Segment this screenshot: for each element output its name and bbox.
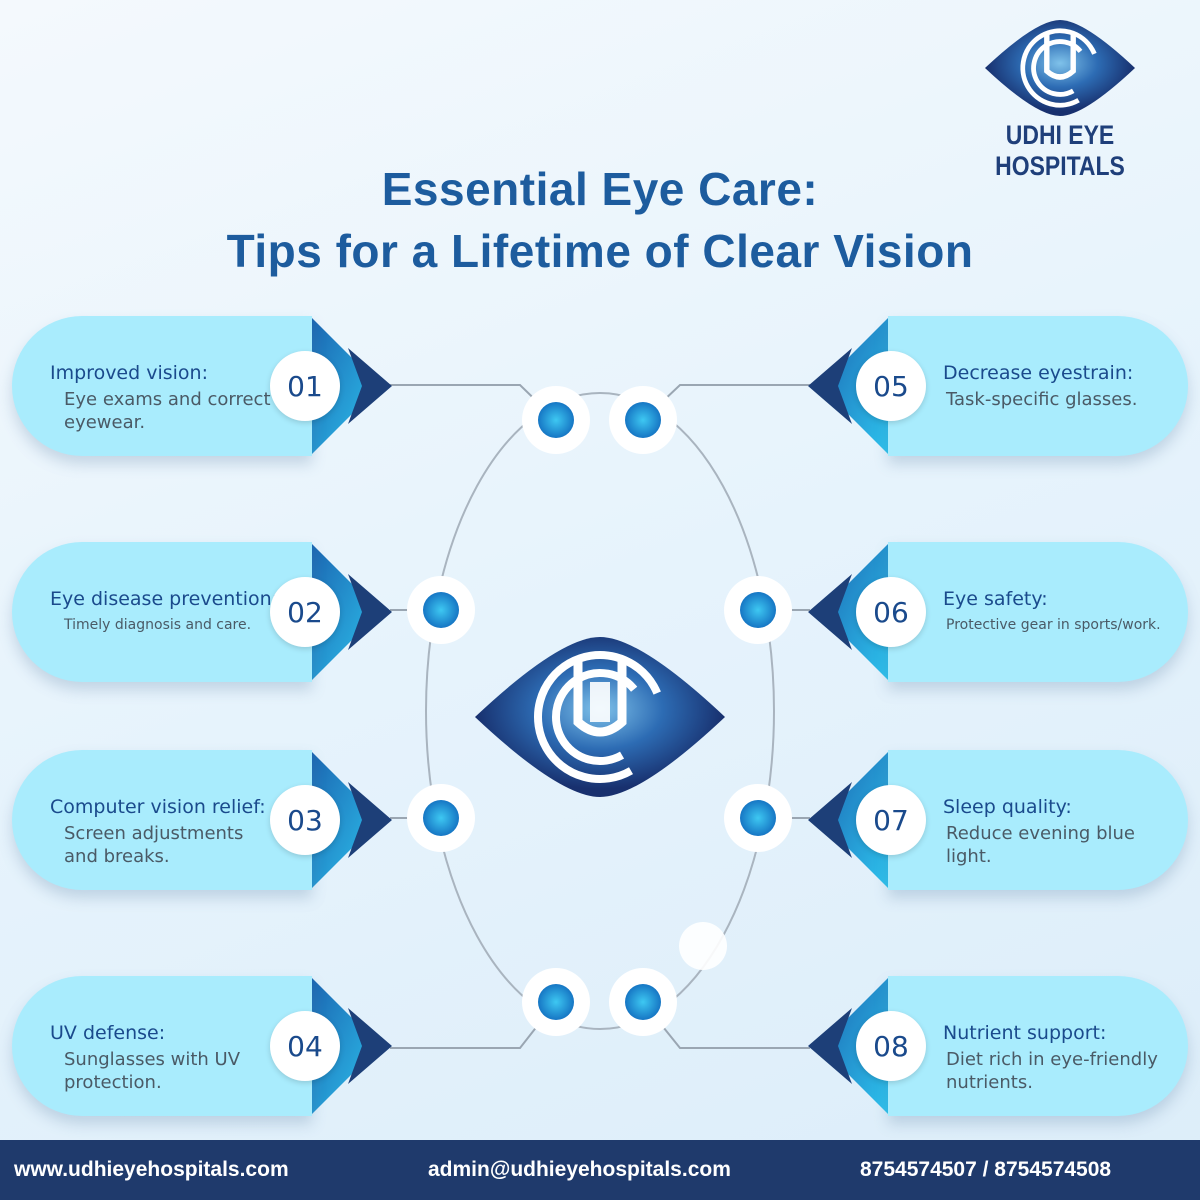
chevron-icon xyxy=(808,348,852,424)
tip-heading: Computer vision relief: xyxy=(50,796,266,818)
chevron-icon xyxy=(808,574,852,650)
tip-text: Reduce evening blue light. xyxy=(946,823,1135,867)
tip-text: Protective gear in sports/work. xyxy=(946,617,1161,633)
tip-number: 04 xyxy=(270,1011,340,1081)
tip-heading: Eye safety: xyxy=(943,588,1048,610)
node-dot xyxy=(423,800,459,836)
tip-number: 05 xyxy=(856,351,926,421)
tip-text: Sunglasses with UV protection. xyxy=(64,1049,241,1093)
arrow-triangle xyxy=(310,750,380,890)
tip-number: 06 xyxy=(856,577,926,647)
chevron-icon xyxy=(348,782,392,858)
tip-number: 01 xyxy=(270,351,340,421)
arrow-triangle xyxy=(820,316,890,456)
email-link[interactable]: admin@udhieyehospitals.com xyxy=(428,1158,731,1181)
arrow-triangle xyxy=(310,316,380,456)
tip-text: Eye exams and correct eyewear. xyxy=(64,389,271,433)
chevron-icon xyxy=(808,1008,852,1084)
tip-card: Decrease eyestrain: Task-specific glasses… xyxy=(888,316,1188,456)
node-dot xyxy=(740,592,776,628)
arrow-triangle xyxy=(310,976,380,1116)
website-link[interactable]: www.udhieyehospitals.com xyxy=(14,1158,289,1181)
arrow-triangle xyxy=(820,542,890,682)
node-dot xyxy=(538,402,574,438)
footer: www.udhieyehospitals.com admin@udhieyeho… xyxy=(0,1140,1200,1200)
tip-text: Diet rich in eye-friendly nutrients. xyxy=(946,1049,1158,1093)
tip-heading: Improved vision: xyxy=(50,362,208,384)
tip-card: Improved vision: Eye exams and correct ey… xyxy=(12,316,312,456)
node-dot xyxy=(625,402,661,438)
tip-text: Timely diagnosis and care. xyxy=(64,617,252,633)
tip-card: Eye disease prevention: Timely diagnosis … xyxy=(12,542,312,682)
tip-card: Sleep quality: Reduce evening blue light. xyxy=(888,750,1188,890)
brand-name: UDHI EYE HOSPITALS xyxy=(995,120,1125,181)
arrow-triangle xyxy=(820,976,890,1116)
node-dot xyxy=(538,984,574,1020)
tip-number: 08 xyxy=(856,1011,926,1081)
tip-heading: Sleep quality: xyxy=(943,796,1072,818)
tip-card: Nutrient support: Diet rich in eye-friend… xyxy=(888,976,1188,1116)
tip-heading: Decrease eyestrain: xyxy=(943,362,1134,384)
tip-text: Task-specific glasses. xyxy=(946,389,1138,410)
chevron-icon xyxy=(348,348,392,424)
chevron-icon xyxy=(808,782,852,858)
chevron-icon xyxy=(348,1008,392,1084)
arrow-triangle xyxy=(310,542,380,682)
brand-logo-icon xyxy=(985,19,1135,116)
arrow-triangle xyxy=(820,750,890,890)
tip-number: 03 xyxy=(270,785,340,855)
chevron-icon xyxy=(348,574,392,650)
page-title-line1: Essential Eye Care: xyxy=(381,163,819,215)
node-dot xyxy=(740,800,776,836)
node-dot xyxy=(423,592,459,628)
tip-number: 02 xyxy=(270,577,340,647)
tip-card: UV defense: Sunglasses with UV protection… xyxy=(12,976,312,1116)
tip-heading: Eye disease prevention: xyxy=(50,588,279,610)
tip-number: 07 xyxy=(856,785,926,855)
node-dot xyxy=(625,984,661,1020)
tip-heading: Nutrient support: xyxy=(943,1022,1107,1044)
tip-card: Computer vision relief: Screen adjustment… xyxy=(12,750,312,890)
tip-card: Eye safety: Protective gear in sports/wor… xyxy=(888,542,1188,682)
tip-heading: UV defense: xyxy=(50,1022,166,1044)
center-eye-logo xyxy=(475,637,725,797)
page-title-line2: Tips for a Lifetime of Clear Vision xyxy=(226,225,974,277)
tip-text: Screen adjustments and breaks. xyxy=(64,823,244,867)
phone-numbers: 8754574507 / 8754574508 xyxy=(860,1158,1112,1181)
